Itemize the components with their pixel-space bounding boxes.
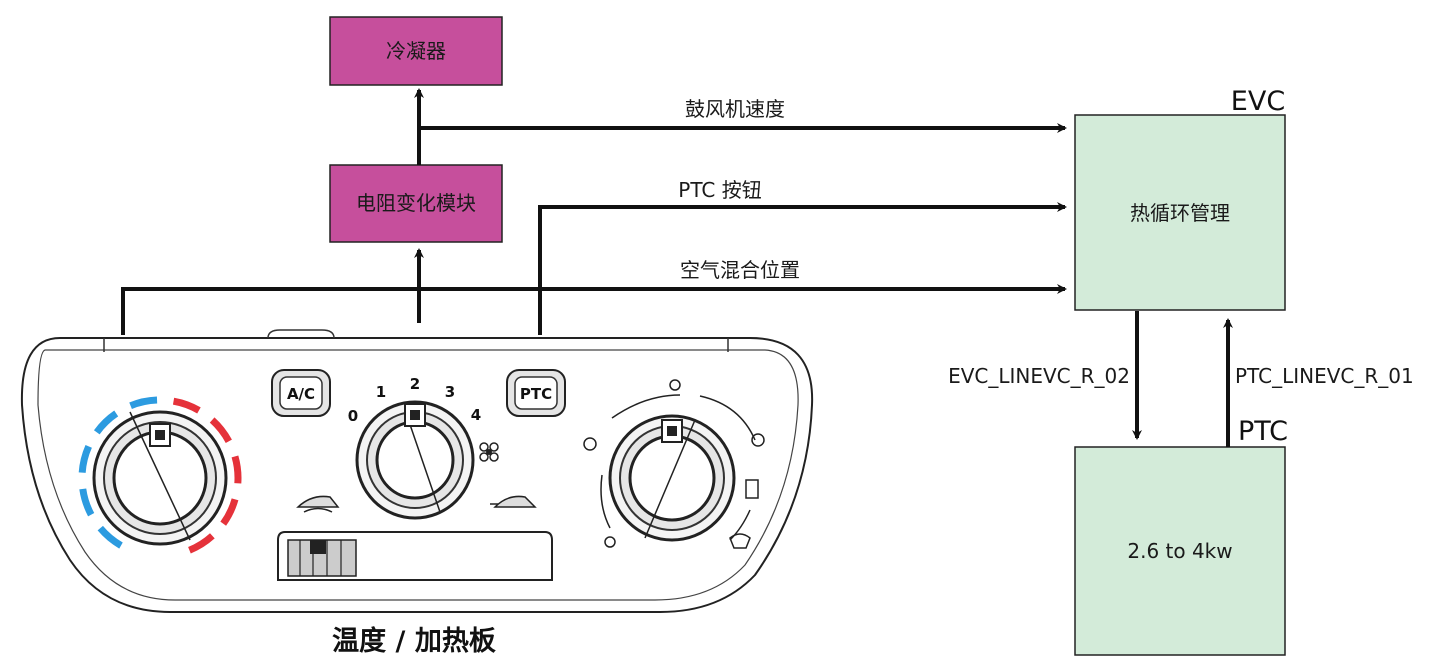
fan-icon xyxy=(479,442,499,462)
ac-button-label: A/C xyxy=(287,385,315,403)
fresh-air-icon xyxy=(490,495,537,508)
ptc-button-label: PTC 按钮 xyxy=(678,178,761,202)
fan-speed-knob[interactable]: 0 1 2 3 4 xyxy=(348,375,499,520)
thermal-management-label: 热循环管理 xyxy=(1130,201,1230,225)
evc-line-label: EVC_LINEVC_R_02 xyxy=(948,364,1130,388)
evc-label: EVC xyxy=(1231,86,1285,117)
defrost-icon xyxy=(729,533,751,549)
ptc-heater-label: 2.6 to 4kw xyxy=(1127,539,1232,563)
connections xyxy=(121,88,1233,447)
ptc-panel-button[interactable]: PTC xyxy=(506,369,566,417)
ptc-heater-box: 2.6 to 4kw xyxy=(1074,446,1286,656)
resistor-module-label: 电阻变化模块 xyxy=(356,191,476,215)
fan-speed-3: 3 xyxy=(445,383,455,401)
recirculation-icon xyxy=(296,495,340,513)
hvac-control-panel: A/C PTC 0 1 2 3 4 xyxy=(20,329,814,613)
face-feet-vent-icon xyxy=(669,379,681,391)
resistor-module-box: 电阻变化模块 xyxy=(329,164,503,243)
face-vent-icon xyxy=(583,437,597,451)
condenser-box: 冷凝器 xyxy=(329,16,503,86)
arrow-air-mix xyxy=(121,284,1067,335)
temperature-knob[interactable] xyxy=(53,371,266,584)
blower-speed-label: 鼓风机速度 xyxy=(685,97,785,121)
ptc-panel-button-label: PTC xyxy=(520,385,552,403)
ac-button[interactable]: A/C xyxy=(271,369,331,417)
ptc-line-label: PTC_LINEVC_R_01 xyxy=(1235,364,1414,388)
panel-caption: 温度 / 加热板 xyxy=(332,625,496,657)
air-distribution-knob[interactable] xyxy=(583,379,765,549)
fan-speed-2: 2 xyxy=(410,375,420,393)
thermal-management-box: 热循环管理 xyxy=(1074,114,1286,311)
air-mix-position-label: 空气混合位置 xyxy=(680,258,800,282)
fan-speed-0: 0 xyxy=(348,407,358,425)
rear-defrost-icon xyxy=(745,479,759,499)
fan-speed-1: 1 xyxy=(376,383,386,401)
condenser-label: 冷凝器 xyxy=(386,39,446,63)
feet-vent-icon xyxy=(604,536,616,548)
ptc-label: PTC xyxy=(1238,416,1288,447)
panel-display xyxy=(277,531,553,581)
fan-speed-4: 4 xyxy=(471,406,481,424)
arrow-ptc-button xyxy=(538,202,1067,335)
feet-defrost-icon xyxy=(751,433,765,447)
